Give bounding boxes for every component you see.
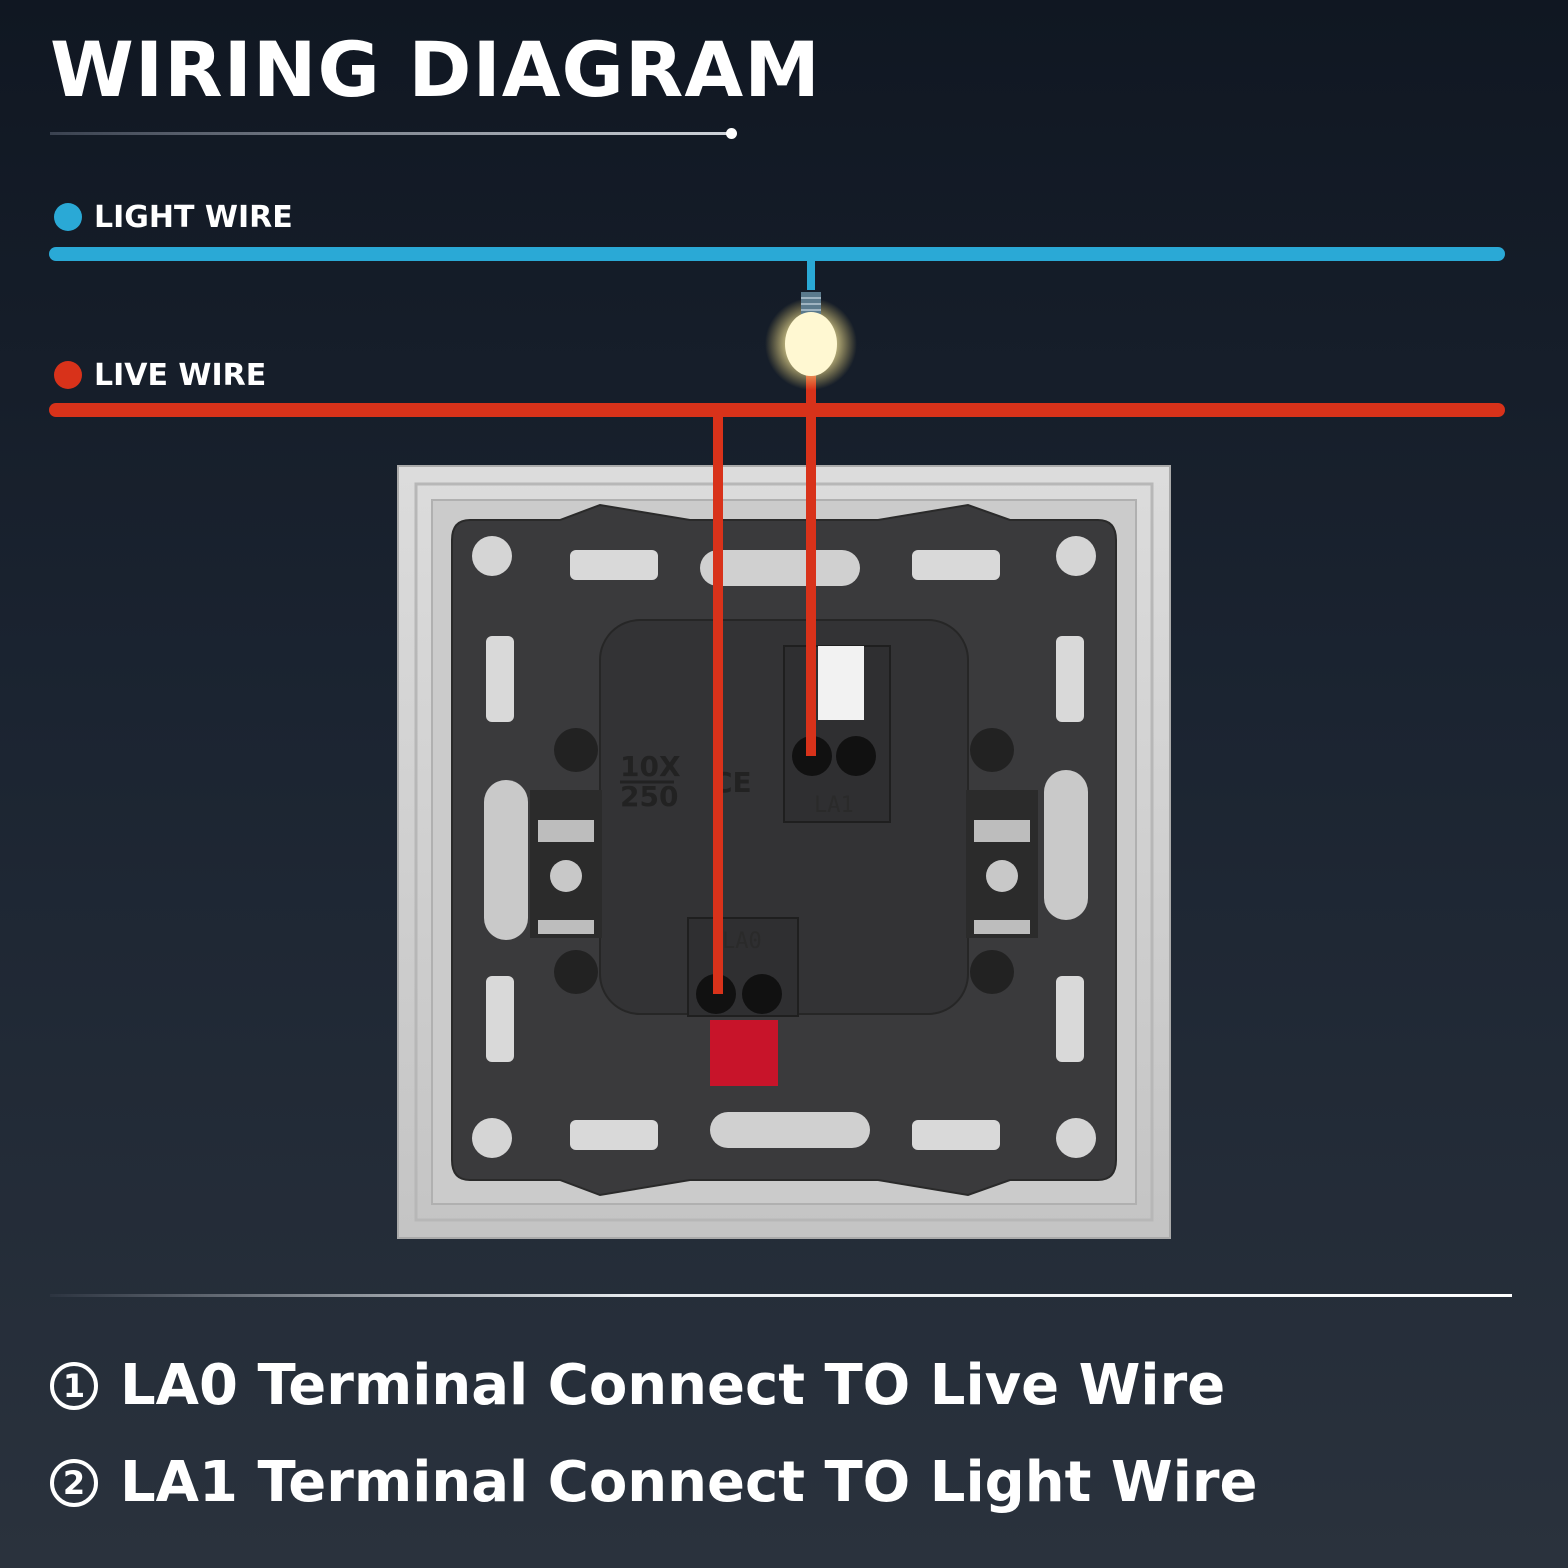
title-underline	[50, 132, 730, 135]
rating-top: 10X	[620, 750, 681, 783]
legend-live-wire: LIVE WIRE	[54, 357, 267, 393]
legend-live-wire-label: LIVE WIRE	[94, 357, 267, 393]
light-wire-dot-icon	[54, 203, 82, 231]
switch-body: LA1 LA0 10X 250 CE	[451, 503, 1117, 1197]
bottom-divider	[50, 1294, 1512, 1297]
wiring-diagram: LA1 LA0 10X 250 CE	[49, 247, 1505, 1239]
page-title: WIRING DIAGRAM	[50, 25, 821, 114]
terminal-la0-label: LA0	[722, 929, 762, 954]
terminal-la1-label: LA1	[814, 793, 854, 818]
step-2-text: LA1 Terminal Connect TO Light Wire	[120, 1450, 1258, 1515]
legend-light-wire-label: LIGHT WIRE	[94, 199, 293, 235]
step-1-text: LA0 Terminal Connect TO Live Wire	[120, 1353, 1226, 1418]
live-wire-dot-icon	[54, 361, 82, 389]
step-2-number: 2	[50, 1459, 98, 1507]
step-2: 2 LA1 Terminal Connect TO Light Wire	[50, 1455, 1257, 1511]
rating-bottom: 250	[620, 780, 678, 813]
light-bulb-icon	[765, 292, 857, 390]
title-underline-dot	[726, 128, 737, 139]
step-1: 1 LA0 Terminal Connect TO Live Wire	[50, 1358, 1225, 1414]
legend-light-wire: LIGHT WIRE	[54, 199, 293, 235]
step-1-number: 1	[50, 1362, 98, 1410]
